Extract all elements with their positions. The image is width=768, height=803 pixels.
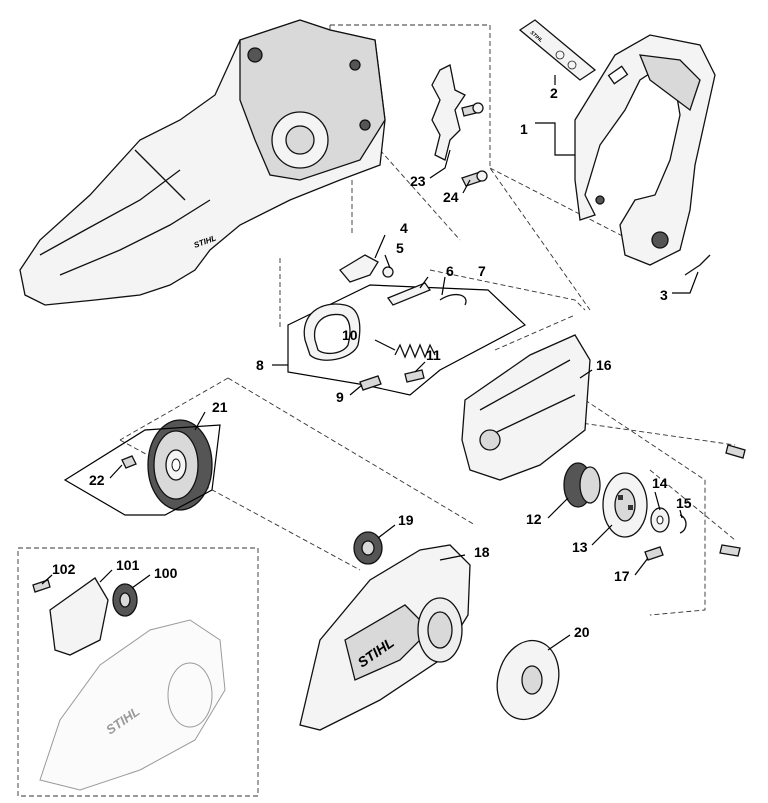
- label-21: 21: [212, 399, 228, 415]
- leader-lines: [41, 75, 699, 651]
- sprocket-group-outline: [63, 424, 221, 516]
- label-24: 24: [443, 189, 459, 205]
- label-102: 102: [52, 561, 76, 577]
- label-16: 16: [596, 357, 612, 373]
- clutch-rim: [602, 472, 648, 538]
- part-number-labels: 1 2 3 4 5 6 7 8 9 10 11 12 13 14 15 16 1…: [52, 85, 692, 640]
- label-9: 9: [336, 389, 344, 405]
- chain-tensioner-cover: [461, 334, 591, 481]
- label-5: 5: [396, 240, 404, 256]
- hinge-pin: [684, 254, 711, 276]
- screw-17: [644, 546, 664, 561]
- label-23: 23: [410, 173, 426, 189]
- label-17: 17: [614, 568, 630, 584]
- label-4: 4: [400, 220, 408, 236]
- screw-right-top: [725, 444, 746, 459]
- label-15: 15: [676, 495, 692, 511]
- sprocket-cover: STIHL: [299, 544, 471, 731]
- label-10: 10: [342, 327, 358, 343]
- alternative-kit-group: STIHL: [17, 547, 259, 797]
- nut-22: [121, 455, 137, 469]
- label-14: 14: [652, 475, 668, 491]
- label-13: 13: [572, 539, 588, 555]
- label-3: 3: [660, 287, 668, 303]
- label-22: 22: [89, 472, 105, 488]
- chain-sprocket: [147, 419, 213, 511]
- label-11: 11: [426, 347, 441, 363]
- screw-right-bottom: [719, 544, 741, 557]
- assembly-outlines: [119, 24, 736, 616]
- washer-14: [650, 507, 670, 533]
- screw-23: [461, 102, 484, 117]
- label-19: 19: [398, 512, 414, 528]
- label-6: 6: [446, 263, 454, 279]
- brake-parts-group: [287, 254, 527, 396]
- label-20: 20: [574, 624, 590, 640]
- label-100: 100: [154, 565, 178, 581]
- clutch-drum: [563, 462, 601, 508]
- label-1: 1: [520, 121, 528, 137]
- handguard-sticker: STIHL: [518, 19, 597, 81]
- chain-catcher: [431, 64, 466, 161]
- label-7: 7: [478, 263, 486, 279]
- main-housing: STIHL: [19, 19, 386, 306]
- screw-24: [461, 170, 488, 187]
- cover-cap-20: [496, 639, 560, 721]
- label-18: 18: [474, 544, 490, 560]
- label-8: 8: [256, 357, 264, 373]
- chain-brake-handguard: [574, 34, 716, 266]
- label-2: 2: [550, 85, 558, 101]
- tensioner-nut-19: [353, 531, 383, 565]
- label-101: 101: [116, 557, 140, 573]
- e-clip-15: [679, 514, 687, 534]
- label-12: 12: [526, 511, 542, 527]
